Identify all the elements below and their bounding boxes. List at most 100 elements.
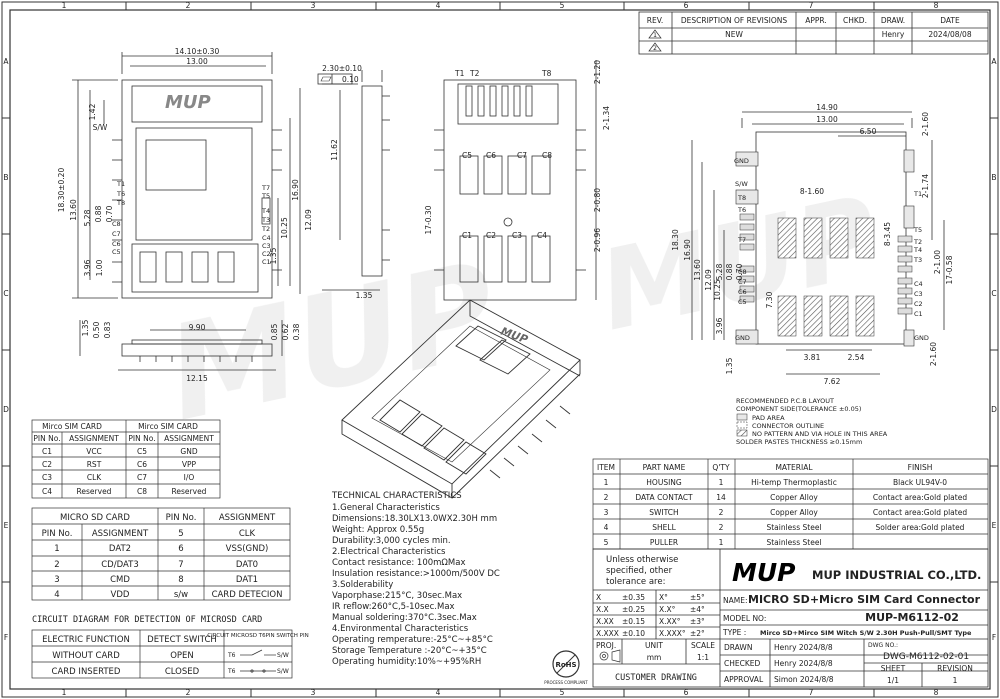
sd-pin: 1: [54, 544, 59, 554]
rev-description: NEW: [725, 30, 743, 39]
row-label: E: [992, 521, 997, 530]
col-label: 4: [436, 688, 441, 697]
revision-value: 1: [953, 676, 958, 685]
col-label: 2: [186, 688, 191, 697]
switch-pin-label: T6: [227, 652, 236, 659]
bom-item: 1: [604, 478, 609, 487]
sim-pin: C1: [42, 447, 52, 456]
pcb-pin-label: T4: [913, 246, 922, 254]
model-label: MODEL NO:: [723, 614, 766, 623]
product-type: Mirco SD+Mirco SIM Witch S/W 2.30H Push-…: [760, 629, 972, 637]
sd-assignment: VDD: [111, 590, 130, 600]
tech-line: Insulation resistance:>1000m/500V DC: [332, 569, 500, 579]
rev-header: REV.: [647, 16, 664, 25]
switch-closed-icon: [240, 669, 276, 673]
rev-number: 1: [653, 32, 657, 39]
approval-label: APPROVAL: [724, 675, 764, 684]
isometric-logo: MUP: [499, 325, 530, 347]
tech-line: Operating remperature:-25°C~+85°C: [332, 635, 493, 645]
pin-label: C8: [112, 220, 121, 228]
tech-line: 3.Solderability: [332, 580, 393, 590]
pcb-pin-label: T6: [737, 206, 746, 214]
circuit-header: DETECT SWITCH: [147, 635, 217, 645]
bom-qty: 14: [716, 493, 726, 502]
bill-of-materials: ITEM PART NAME Q'TY MATERIAL FINISH 1 HO…: [592, 458, 989, 550]
dim-label: 3.81: [804, 353, 821, 362]
pin-label: T7: [261, 184, 270, 192]
pin-label: C5: [462, 151, 472, 160]
sim-table-title: Mirco SIM CARD: [42, 422, 102, 431]
dim-label: 1.35: [725, 357, 734, 374]
housing-logo: MUP: [165, 92, 211, 113]
chkd-header: CHKD.: [843, 16, 867, 25]
sheet-value: 1/1: [887, 676, 899, 685]
tech-line: IR reflow:260°C,5-10sec.Max: [332, 602, 455, 612]
tech-line: 4.Environmental Characteristics: [332, 624, 469, 634]
tol-value: ±5°: [690, 593, 705, 602]
bom-finish: Contact area:Gold plated: [873, 508, 967, 517]
row-label: A: [991, 57, 997, 66]
col-label: 6: [684, 688, 689, 697]
tol-value: ±2°: [690, 629, 705, 638]
bom-item: 3: [604, 508, 609, 517]
circuit-switch-state: OPEN: [170, 651, 194, 661]
dim-label: 3.96: [83, 259, 92, 276]
sheet-label: SHEET: [881, 664, 906, 673]
col-label: 8: [934, 688, 939, 697]
revision-triangle-icon: [648, 29, 662, 39]
sim-assignment: GND: [180, 447, 197, 456]
row-label: A: [3, 57, 9, 66]
tol-format: X.XX: [596, 617, 614, 626]
circuit-detection-diagram: CIRCUIT DIAGRAM FOR DETECTION OF MICROSD…: [31, 615, 309, 679]
dim-label: 2-1.74: [921, 174, 930, 198]
bom-qty: 1: [719, 478, 724, 487]
bom-header: ITEM: [597, 463, 615, 472]
tech-line: Manual soldering:370°C.3sec.Max: [332, 613, 477, 623]
pcb-layout-view: 14.90 13.00 6.50 2-1.60 2-1.74 8-1.60 8-…: [671, 103, 954, 446]
pad-area-legend-icon: [736, 413, 748, 421]
tol-value: ±0.35: [622, 593, 645, 602]
dim-label: 18.30: [671, 229, 680, 251]
drawn-label: DRAWN: [724, 643, 752, 652]
row-label: D: [991, 405, 997, 414]
dim-label: 0.83: [103, 321, 112, 338]
sim-pin: C3: [42, 473, 52, 482]
dim-label: 12.15: [186, 374, 208, 383]
no-pattern-legend-icon: [736, 429, 748, 437]
dim-label: S/W: [93, 123, 108, 132]
dim-label: 0.88: [94, 205, 103, 222]
dim-label: 7.62: [824, 377, 841, 386]
pcb-pin-label: T1: [913, 190, 922, 198]
appr-header: APPR.: [805, 16, 827, 25]
company-name: MUP INDUSTRIAL CO.,LTD.: [812, 568, 981, 582]
tech-line: 2.Electrical Characteristics: [332, 547, 446, 557]
bom-header: MATERIAL: [775, 463, 813, 472]
tol-value: ±0.15: [622, 617, 645, 626]
pcb-pin-label: C7: [738, 278, 747, 286]
dim-label: 2.54: [848, 353, 865, 362]
sd-table-header: ASSIGNMENT: [219, 513, 276, 523]
pin-label: T2: [261, 225, 270, 233]
tol-format: X.XXX: [596, 629, 619, 638]
dim-label: 16.90: [683, 239, 692, 261]
pcb-pin-label: C6: [738, 288, 747, 296]
connector-outline-legend-icon: [736, 421, 748, 429]
col-label: 3: [311, 688, 316, 697]
sd-pin: 6: [178, 544, 183, 554]
title-block: MUP MUP INDUSTRIAL CO.,LTD. Unless other…: [592, 548, 989, 688]
sim-pin: C7: [137, 473, 147, 482]
tol-format: X.X: [596, 605, 609, 614]
pin-label: C4: [537, 231, 547, 240]
rev-date: 2024/08/08: [928, 30, 971, 39]
sim-pin: C8: [137, 487, 147, 496]
dim-label: 10.25: [280, 217, 289, 239]
col-label: 7: [809, 688, 814, 697]
switch-open-icon: [240, 649, 276, 656]
dim-label: 1.00: [95, 259, 104, 276]
pin-label: T6: [116, 190, 125, 198]
dim-label: 2-1.60: [929, 342, 938, 366]
dim-label: 2-0.96: [593, 228, 602, 252]
date-header: DATE: [940, 16, 960, 25]
pin-label: C7: [517, 151, 527, 160]
pin-label: C6: [112, 240, 121, 248]
